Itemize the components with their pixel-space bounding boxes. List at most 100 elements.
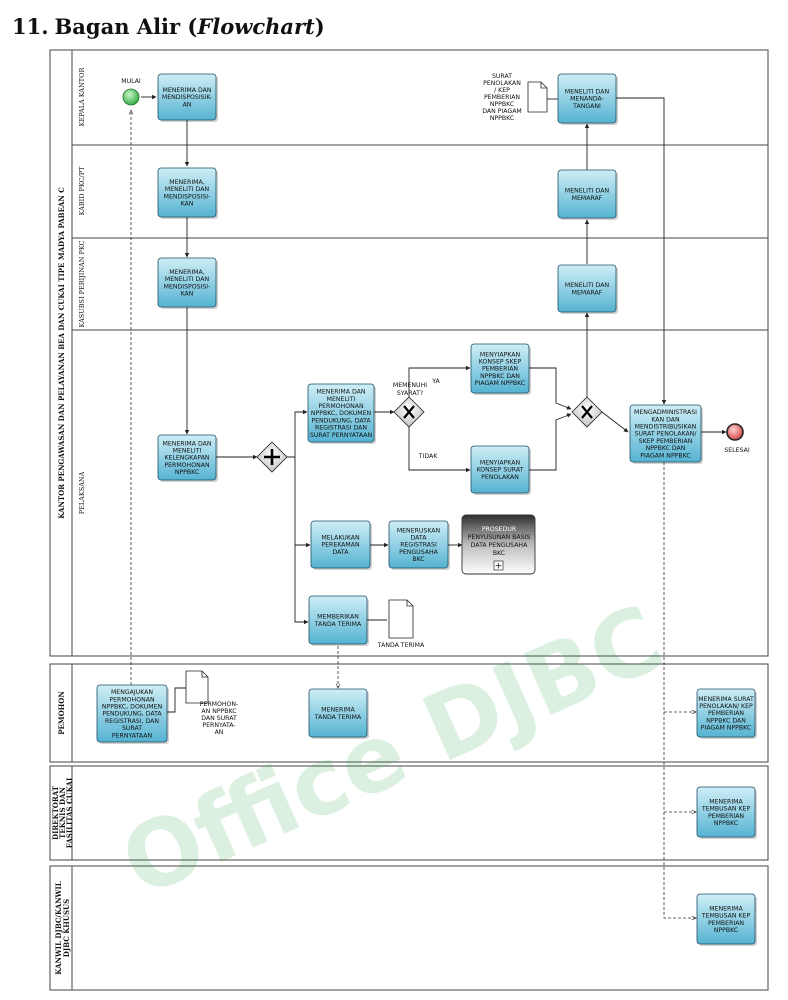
task-menerima-meneliti-kasubsi-line-2: MENELITI DAN bbox=[165, 276, 210, 283]
task-menerima-mendisposisikan-line-1: MENERIMA DAN bbox=[163, 87, 212, 94]
pool-kantor: KANTOR PENGAWASAN DAN PELAYANAN BEA DAN … bbox=[49, 49, 769, 657]
subprocess-prosedur[interactable]: PROSEDUR PENYUSUNAN BASIS DATA PENGUSAHA… bbox=[461, 514, 536, 575]
task-box bbox=[157, 257, 217, 308]
end-event bbox=[726, 423, 744, 441]
task-meneliti-permohonan-line-1: MENERIMA DAN bbox=[317, 389, 366, 396]
task-menerima-mendisposisikan-line-2: MENDISPOSISIK- bbox=[162, 94, 212, 101]
document-surat-penolakan-label-4: PEMBERIAN bbox=[484, 94, 520, 101]
task-meneliti-permohonan-line-5: PENDUKUNG, DATA bbox=[311, 417, 371, 424]
subprocess-label-2: PENYUSUNAN BASIS bbox=[468, 534, 531, 541]
lane-pelaksana-label: PELAKSANA bbox=[78, 471, 86, 514]
task-meneliti-permohonan-line-6: REGISTRASI DAN bbox=[315, 425, 367, 432]
document-fold bbox=[540, 82, 547, 89]
task-mengajukan-permohonan-line-5: REGISTRASI, DAN bbox=[105, 718, 159, 725]
decision-label-1: MEMENUHI bbox=[393, 382, 427, 389]
task-memberikan-tanda-terima-line-1: MEMBERIKAN bbox=[317, 614, 359, 621]
task-mengadministrasikan-line-5: SKEP PEMBERIAN bbox=[639, 438, 693, 445]
task-menerima-meneliti-kasubsi-line-3: MENDISPOSISI- bbox=[164, 283, 211, 290]
lane-kabid-label: KABID PKC/PT bbox=[78, 166, 86, 216]
task-meneliti-kelengkapan-line-1: MENERIMA DAN bbox=[163, 440, 212, 447]
task-box bbox=[308, 595, 368, 645]
document-surat-penolakan-label-7: NPPBKC bbox=[490, 115, 514, 122]
task-box bbox=[557, 169, 617, 219]
pool-kanwil-label-1: KANWIL DJBC/KANWIL bbox=[54, 881, 63, 974]
task-menerima-meneliti-kabid-line-3: MENDISPOSISI- bbox=[164, 193, 211, 200]
title-main: Bagan Alir ( bbox=[54, 14, 198, 39]
task-meneliti-menandatangani-line-1: MENELITI DAN bbox=[565, 89, 610, 96]
task-meneliti-permohonan-line-4: NPPBKC, DOKUMEN bbox=[311, 410, 372, 417]
task-box bbox=[470, 343, 530, 394]
subprocess-label-3: DATA PENGUSAHA bbox=[471, 542, 528, 549]
task-box bbox=[157, 73, 217, 121]
document-fold bbox=[406, 600, 413, 607]
pool-pemohon-label: PEMOHON bbox=[57, 691, 66, 735]
parallel-gateway bbox=[256, 441, 288, 473]
task-box bbox=[557, 73, 617, 124]
task-menerima-surat-penolakan-line-4: NPPBKC DAN bbox=[706, 717, 746, 724]
document-icon bbox=[388, 599, 414, 639]
title-close: ) bbox=[314, 14, 325, 39]
task-menerima-surat-penolakan-line-2: PENOLAKAN/ KEP bbox=[699, 703, 753, 710]
pool-direktorat: DIREKTORAT TEKNIS DAN FASILITAS CUKAI bbox=[49, 765, 769, 861]
task-mengajukan-permohonan-line-4: PENDUKUNG, DATA bbox=[102, 711, 162, 718]
title-number: 11. bbox=[12, 14, 49, 39]
task-konsep-penolakan-line-3: PENOLAKAN bbox=[481, 474, 519, 481]
task-box bbox=[157, 434, 217, 481]
task-meneliti-kelengkapan-line-3: KELENGKAPAN bbox=[164, 455, 209, 462]
document-surat-penolakan-label-1: SURAT bbox=[492, 73, 512, 80]
task-mengadministrasikan-line-7: PIAGAM NPPBKC bbox=[640, 452, 690, 459]
task-menerima-tanda-terima-line-1: MENERIMA bbox=[321, 707, 355, 714]
task-box bbox=[696, 786, 756, 838]
task-meneliti-permohonan-line-2: MENELITI bbox=[327, 396, 356, 403]
task-mengadministrasikan-line-2: KAN DAN bbox=[651, 416, 680, 423]
task-mengajukan-permohonan-line-2: PERMOHONAN bbox=[109, 696, 155, 703]
task-meneliti-kelengkapan-line-2: MENELITI bbox=[173, 448, 202, 455]
task-memberikan-tanda-terima-line-2: TANDA TERIMA bbox=[314, 621, 362, 628]
document-permohonan-label-3: DAN SURAT bbox=[201, 715, 237, 722]
subprocess-label-1: PROSEDUR bbox=[482, 526, 517, 533]
task-konsep-skep-line-2: KONSEP SKEP bbox=[479, 359, 522, 366]
task-meneliti-kelengkapan-line-5: NPPBKC bbox=[175, 469, 199, 476]
task-perekaman-data-line-2: PEREKAMAN bbox=[321, 542, 360, 549]
document-icon bbox=[185, 670, 209, 704]
start-event-label: MULAI bbox=[121, 78, 141, 85]
task-mengadministrasikan-line-1: MENGADMINISTRASI bbox=[634, 409, 697, 416]
task-konsep-skep-line-3: PEMBERIAN bbox=[482, 366, 518, 373]
yes-label: YA bbox=[431, 378, 440, 385]
subprocess-label-4: BKC bbox=[493, 550, 505, 557]
document-surat-penolakan-label-6: DAN PIAGAM bbox=[482, 108, 522, 115]
lane-kasubsi-label: KASUBSI PERIJINAN PKC bbox=[78, 240, 86, 327]
connectors-dashed bbox=[131, 110, 696, 918]
task-meneliti-kelengkapan[interactable]: MENERIMA DANMENELITIKELENGKAPANPERMOHONA… bbox=[157, 434, 218, 482]
exclusive-gateway-merge bbox=[571, 396, 603, 428]
task-box bbox=[696, 893, 756, 945]
task-menerima-tembusan-direktorat-line-1: MENERIMA bbox=[709, 798, 743, 805]
task-menerima-tembusan-kanwil-line-3: PEMBERIAN bbox=[708, 920, 744, 927]
task-konsep-skep-line-5: PIAGAM NPPBKC bbox=[475, 380, 525, 387]
document-surat-penolakan-label-5: NPPBKC bbox=[490, 101, 514, 108]
task-mengadministrasikan-line-3: MENDISTRIBUSIKAN bbox=[635, 424, 697, 431]
task-konsep-skep-line-4: NPPBKC DAN bbox=[480, 373, 520, 380]
task-menerima-surat-penolakan-line-5: PIAGAM NPPBKC bbox=[701, 725, 751, 732]
pool-kanwil: KANWIL DJBC/KANWIL DJBC KHUSUS bbox=[49, 865, 769, 991]
